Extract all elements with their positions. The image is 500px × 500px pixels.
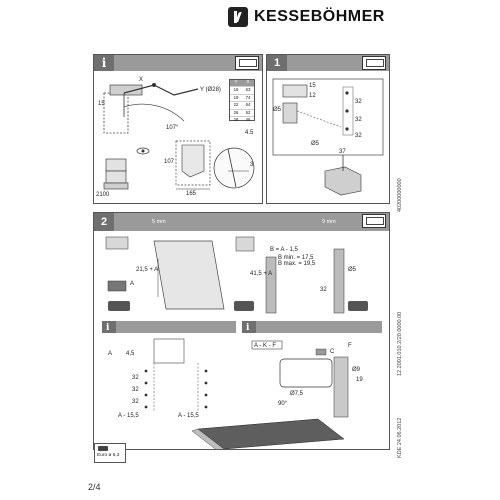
drill-9mm-label: 9 mm [322,219,336,225]
col-y: Y [234,80,238,85]
d107-label: 107 [164,159,175,165]
drill-5mm-label: 5 mm [152,219,166,225]
d32f-label: 32 [132,399,139,405]
d15-label: 15 [98,101,105,107]
step1-diagram: 15 12 Ø5 32 32 32 Ø5 37 [272,78,384,196]
d165-label: 165 [186,191,197,197]
d12-label: 12 [309,93,316,99]
brand-header: KESSEBÖHMER [228,6,385,28]
angle-label: 107° [166,125,179,131]
brand-name: KESSEBÖHMER [254,8,385,25]
phi75-label: Ø7,5 [290,391,304,397]
side-code-bottom: KDE 24.06.2012 [397,417,403,458]
tool-card-icon [235,56,259,70]
a-label: A [130,281,134,287]
kessebohmer-logo-icon [228,7,248,27]
d15-label: 15 [309,83,316,89]
a155b-label: A - 15,5 [178,413,199,419]
step2-diagram: 21,5 + A A B = A - 1,5 B min. = 17,5 B m… [102,236,382,449]
a155-label: A - 15,5 [118,413,139,419]
page-number: 2/4 [88,482,101,492]
panel-header: 2 [94,213,389,231]
table-header: Y X [230,80,254,86]
step-number: 2 [94,213,114,231]
d3-label: 3 [250,162,254,168]
side-code-middle: 12.2001.010.2/20.0000.00 [397,311,403,376]
panel-header: 1 [267,55,389,71]
side-code-top: 40200000000 [397,178,403,212]
d32b-label: 32 [355,117,362,123]
panel-step-1: 1 15 12 Ø5 32 32 32 Ø5 37 [266,54,390,204]
phi5-label: Ø5 [273,107,282,113]
s215-label: 21,5 + A [136,267,158,273]
s26-label: Ø5 [348,267,357,273]
info-marker: i [246,323,250,333]
drill-bit-box: Euro ø 6,3 [94,443,126,463]
b-eq-label: B = A - 1,5 [270,247,299,253]
phi5b-label: Ø5 [311,141,320,147]
ak-f-label: A - K - F [254,343,276,349]
tool-card-icon [362,56,386,70]
d37-label: 37 [339,149,346,155]
c-label: C [330,349,335,355]
f-label: F [348,343,352,349]
panel-info-hinge: i 107° Y (Ø28) X 15 2100 [93,54,263,204]
a-label: A [108,351,112,357]
d32e-label: 32 [132,387,139,393]
d2100-label: 2100 [96,192,110,198]
s4-label: 41,5 + A [250,271,272,277]
info-marker: i [94,55,114,71]
d45b-label: 4,5 [126,351,135,357]
info-marker: i [106,323,110,333]
d90-label: 90° [278,401,288,407]
d32a-label: 32 [355,99,362,105]
x-label: X [139,77,143,83]
b-max-label: B max. = 19,5 [278,261,316,267]
d19-label: 19 [356,377,363,383]
panel-header: i [94,55,262,71]
d45-label: 4.5 [245,130,254,136]
b-min-label: B min. = 17,5 [278,255,314,261]
tool-card-icon [362,214,386,228]
step-number: 1 [267,55,287,71]
drill-bit-icon [98,446,108,451]
d32d-label: 32 [132,375,139,381]
phi9-label: Ø9 [352,367,361,373]
hinge-diagram: 107° Y (Ø28) X 15 2100 107 165 4.5 3 [96,77,255,198]
panel-step-2: 2 5 mm 9 mm 21,5 + A A B = A - 1,5 B min… [93,212,390,450]
d32c-label: 32 [355,133,362,139]
r32-label: 32 [320,287,327,293]
y-note: Y (Ø28) [200,87,221,93]
euro-label: Euro ø 6,3 [97,453,120,458]
col-x: X [246,80,250,85]
